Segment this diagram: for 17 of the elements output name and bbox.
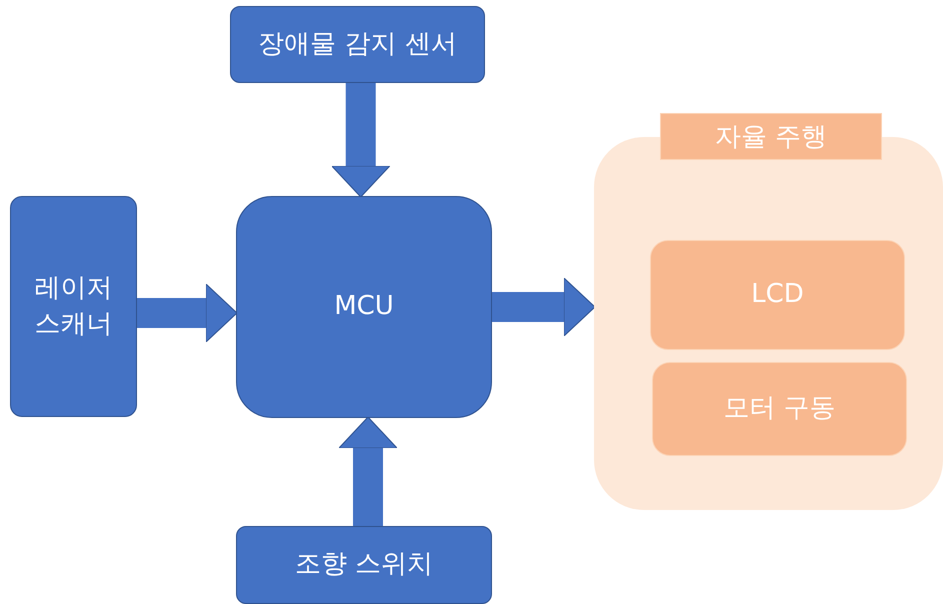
block-arrow: [492, 278, 596, 336]
block-arrow: [338, 416, 398, 526]
group-heading: 자율 주행: [660, 113, 882, 160]
process-box: [650, 240, 905, 350]
box-label: 레이저 스캐너: [34, 272, 114, 340]
block-arrow: [331, 83, 390, 198]
box-label: 조향 스위치: [294, 548, 434, 582]
process-box: [10, 196, 137, 417]
process-box: [230, 6, 485, 83]
box-label: 모터 구동: [722, 392, 837, 426]
box-label: 장애물 감지 센서: [257, 28, 458, 61]
process-box: [236, 526, 492, 604]
box-label: MCU: [333, 290, 395, 324]
box-label: LCD: [750, 278, 805, 312]
process-box: [236, 196, 492, 418]
block-arrow: [137, 284, 238, 342]
process-box: [652, 362, 907, 456]
